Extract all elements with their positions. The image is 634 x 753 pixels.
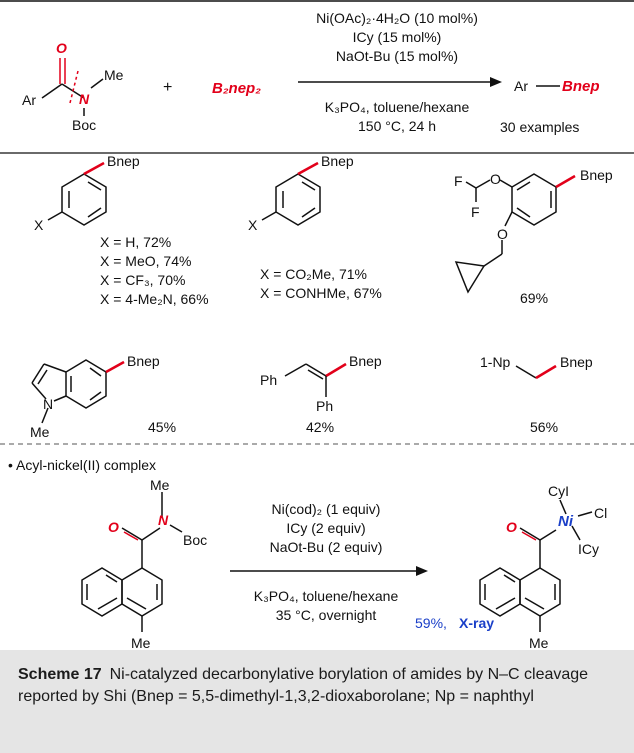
product-bnep: Bnep: [562, 78, 600, 95]
product-4-nitrogen: N: [43, 396, 53, 412]
product-1-bnep: Bnep: [107, 153, 140, 169]
product-1-yield-4: X = 4-Me₂N, 66%: [100, 291, 209, 307]
scheme-drawing: Ar O N Me Boc + B₂nep₂ Ni(OAc)₂·4H₂O (10…: [0, 0, 634, 650]
product-3-yield: 69%: [520, 290, 548, 306]
product-6-bnep: Bnep: [560, 354, 593, 370]
product-4-structure: [31, 359, 125, 424]
complex-xray: X-ray: [459, 615, 494, 631]
product-5-ph-1: Ph: [260, 372, 277, 388]
product-3-fluorine-2: F: [471, 204, 480, 220]
complex-arrow-head: [416, 566, 428, 576]
product-6-bond-2: [535, 364, 557, 380]
product-6-yield: 56%: [530, 419, 558, 435]
amide-substrate: [41, 58, 104, 116]
product-2-x: X: [248, 217, 258, 233]
amide-boc: Boc: [72, 117, 96, 133]
complex-nickel: Ni: [558, 513, 574, 530]
plus-sign: +: [163, 79, 172, 96]
product-5-bnep: Bnep: [349, 353, 382, 369]
examples-count: 30 examples: [500, 119, 579, 135]
product-1-yield-1: X = H, 72%: [100, 234, 171, 250]
complex-methyl: Me: [529, 635, 549, 650]
complex-icy: ICy: [578, 541, 599, 557]
top-arrow-head: [490, 77, 502, 87]
product-2-yield-2: X = CONHMe, 67%: [260, 285, 382, 301]
complex-condition-2: ICy (2 equiv): [286, 520, 365, 536]
product-3-oxygen-2: O: [497, 226, 508, 242]
product-5-yield: 42%: [306, 419, 334, 435]
amide-oxygen: O: [56, 40, 67, 56]
top-condition-3: NaOt-Bu (15 mol%): [336, 48, 458, 64]
top-condition-2: ICy (15 mol%): [353, 29, 442, 45]
complex-chloride: Cl: [594, 505, 607, 521]
product-ar: Ar: [514, 78, 528, 94]
sm-methyl-top: Me: [150, 477, 170, 493]
product-1-yield-2: X = MeO, 74%: [100, 253, 191, 269]
complex-yield: 59%,: [415, 615, 447, 631]
product-5-ph-2: Ph: [316, 398, 333, 414]
complex-heading: • Acyl-nickel(II) complex: [8, 457, 156, 473]
product-3-oxygen-1: O: [490, 171, 501, 187]
top-condition-1: Ni(OAc)₂·4H₂O (10 mol%): [316, 10, 478, 26]
complex-condition-4: K₃PO₄, toluene/hexane: [254, 588, 399, 604]
complex-condition-1: Ni(cod)₂ (1 equiv): [272, 501, 381, 517]
product-6-bond-1: [515, 365, 537, 379]
product-1-x: X: [34, 217, 44, 233]
sm-boc: Boc: [183, 532, 207, 548]
product-2-yield-1: X = CO₂Me, 71%: [260, 266, 367, 282]
product-6-np: 1-Np: [480, 354, 511, 370]
product-2-structure: [261, 161, 321, 226]
product-3-fluorine-1: F: [454, 173, 463, 189]
diboron-reagent: B₂nep₂: [212, 80, 261, 97]
sm-methyl-bottom: Me: [131, 635, 151, 650]
top-condition-5: 150 °C, 24 h: [358, 118, 436, 134]
complex-oxygen: O: [506, 519, 517, 535]
caption-text: Ni-catalyzed decarbonylative borylation …: [18, 666, 589, 705]
caption-label: Scheme 17: [18, 666, 102, 683]
top-condition-4: K₃PO₄, toluene/hexane: [325, 99, 470, 115]
sm-oxygen: O: [108, 519, 119, 535]
product-4-bnep: Bnep: [127, 353, 160, 369]
naphthyl-amide-structure: [81, 492, 183, 632]
acyl-nickel-structure: [479, 499, 593, 632]
product-5-structure: [284, 362, 347, 397]
product-2-bnep: Bnep: [321, 153, 354, 169]
complex-cyi: CyI: [548, 483, 569, 499]
product-1-structure: [47, 161, 107, 226]
product-4-yield: 45%: [148, 419, 176, 435]
complex-condition-5: 35 °C, overnight: [276, 607, 377, 623]
product-3-structure: [454, 173, 576, 294]
complex-condition-3: NaOt-Bu (2 equiv): [270, 539, 383, 555]
sm-nitrogen: N: [158, 512, 169, 528]
amide-ar: Ar: [22, 92, 36, 108]
product-3-bnep: Bnep: [580, 167, 613, 183]
amide-methyl: Me: [104, 67, 124, 83]
product-4-methyl: Me: [30, 424, 50, 440]
amide-nitrogen: N: [79, 91, 90, 107]
product-1-yield-3: X = CF₃, 70%: [100, 272, 185, 288]
